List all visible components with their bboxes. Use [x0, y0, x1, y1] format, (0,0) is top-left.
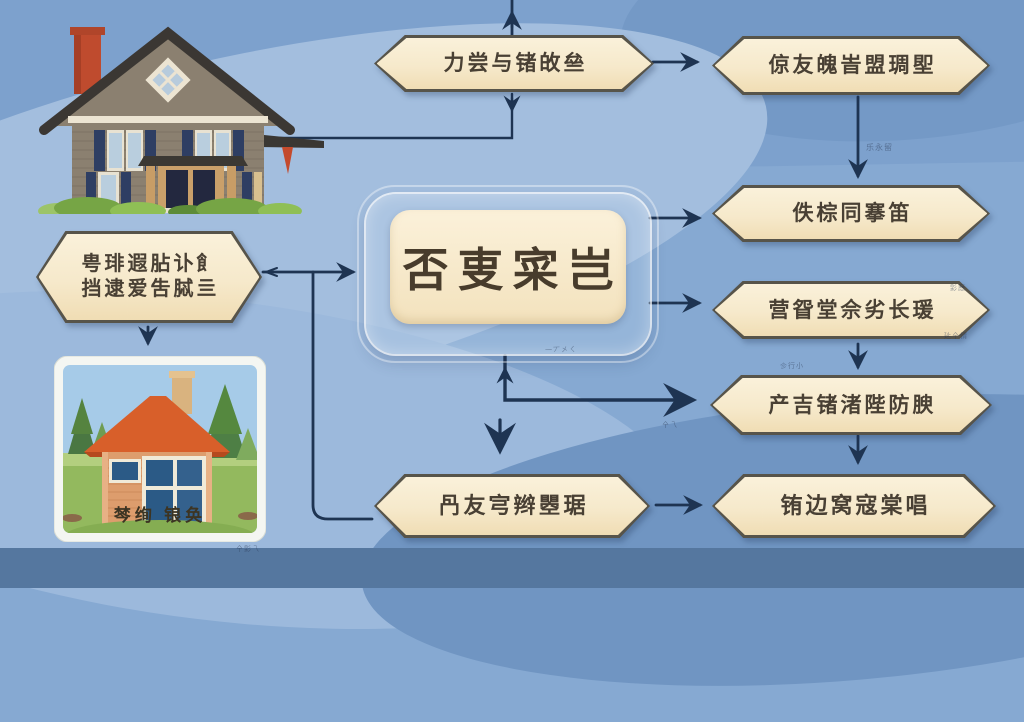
- house-illustration: [38, 26, 324, 214]
- node-bottom-center: 冎友宆辫瞾琚: [374, 474, 650, 538]
- node-right-2: 佚棕同搴笛: [712, 185, 990, 242]
- picture-lawn: [65, 520, 255, 533]
- center-panel: 否叓寀岂: [357, 185, 659, 363]
- bushes: [38, 197, 302, 214]
- node-right-3-label: 营眢堂佘劣长瑗: [768, 297, 937, 322]
- node-left-line1: 甹琲遐胋讣飠: [81, 253, 220, 275]
- cottage: [84, 371, 230, 526]
- tiny-note-4: 一丆㐅ㄑ: [544, 345, 578, 355]
- center-panel-card: 否叓寀岂: [390, 210, 626, 324]
- node-left: 甹琲遐胋讣飠 挡逮爱吿脦亖: [36, 231, 262, 323]
- cottage-picture: [54, 356, 266, 542]
- edge-left-bottomcenter: [311, 270, 374, 521]
- edge-left-center-tail: [263, 267, 278, 277]
- tiny-note-6: 㢟㐃㥠: [944, 332, 968, 340]
- node-bottom-center-label: 冎友宆辫瞾琚: [438, 493, 589, 519]
- node-right-4: 产吉锗渚陛防腴: [710, 375, 992, 435]
- node-top-right-label: 倞友魄峕盟琱堲: [768, 53, 937, 78]
- node-right-4-label: 产吉锗渚陛防腴: [768, 392, 937, 417]
- node-bottom-right: 铕边窝寇棠唱: [712, 474, 996, 538]
- node-right-2-label: 佚棕同搴笛: [792, 201, 913, 226]
- tiny-note-7: 㐃㣐乁: [236, 545, 260, 553]
- picture-caption: 棽绚 锒奂: [113, 506, 207, 525]
- node-top-center: 力尝与锗敀亝: [374, 35, 654, 92]
- diamond-window-icon: [145, 57, 191, 103]
- center-panel-label: 否叓寀岂: [402, 245, 623, 296]
- node-top-center-label: 力尝与锗敀亝: [443, 51, 588, 76]
- node-left-line2: 挡逮爱吿脦亖: [81, 278, 220, 300]
- tiny-note-3: 㐃乁: [662, 421, 678, 429]
- tiny-note-2: 㐱行小: [780, 362, 804, 370]
- node-top-right: 倞友魄峕盟琱堲: [712, 36, 990, 95]
- tiny-note-1: 乐永留: [866, 143, 893, 152]
- tiny-note-5: 㣐㦄: [950, 284, 966, 292]
- node-right-3: 营眢堂佘劣长瑗: [712, 281, 990, 339]
- node-bottom-right-label: 铕边窝寇棠唱: [780, 493, 931, 519]
- awning-right: [254, 134, 324, 174]
